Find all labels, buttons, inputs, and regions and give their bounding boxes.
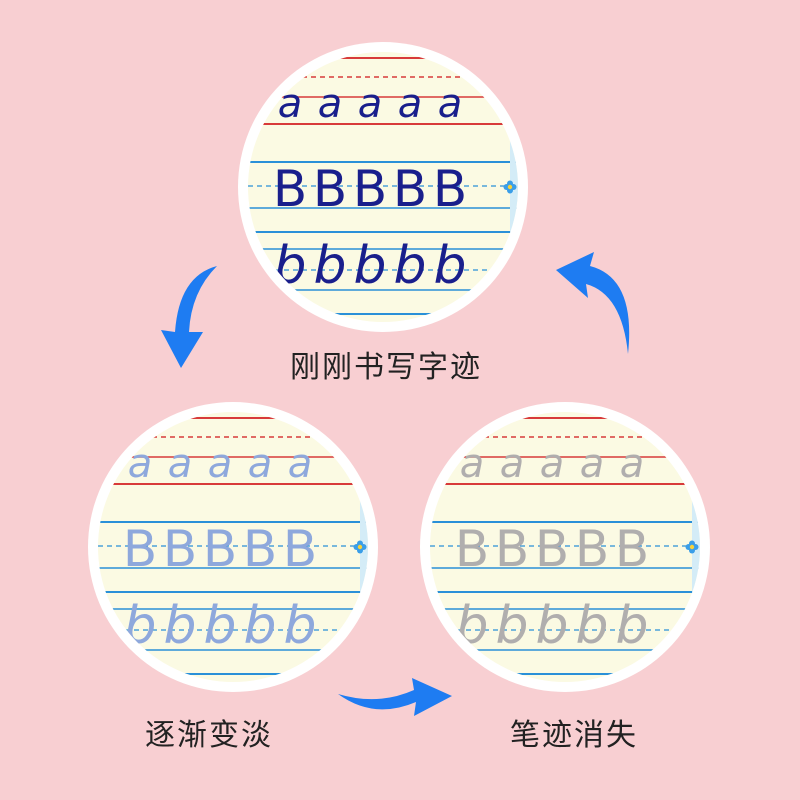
letter-a: a — [492, 444, 532, 484]
letter-a: a — [572, 444, 612, 484]
letter-b: b — [532, 600, 572, 652]
letter-B: B — [200, 524, 240, 574]
letter-b: b — [390, 240, 430, 292]
letter-b: b — [120, 600, 160, 652]
vanished-ink-panel: a a a a a B B B B B b b b b b — [420, 402, 710, 692]
letter-B: B — [160, 524, 200, 574]
flower-icon — [503, 180, 517, 194]
curved-arrow-down-left-icon — [145, 262, 225, 372]
letter-B: B — [612, 524, 652, 574]
letter-b: b — [452, 600, 492, 652]
letter-B: B — [452, 524, 492, 574]
letter-b: b — [200, 600, 240, 652]
letter-a: a — [280, 444, 320, 484]
letter-a: a — [452, 444, 492, 484]
letter-row-a: a a a a a — [120, 444, 368, 484]
letter-a: a — [532, 444, 572, 484]
caption-fading: 逐渐变淡 — [145, 710, 273, 754]
flower-icon — [353, 540, 367, 554]
letter-row-b: b b b b b — [120, 600, 368, 652]
letter-a: a — [200, 444, 240, 484]
letter-B: B — [310, 164, 350, 214]
letter-B: B — [430, 164, 470, 214]
letter-b: b — [310, 240, 350, 292]
letter-B: B — [240, 524, 280, 574]
fresh-ink-panel: a a a a a B B B B B b b b b b — [238, 42, 528, 332]
letter-B: B — [572, 524, 612, 574]
letter-a: a — [430, 84, 470, 124]
letter-b: b — [572, 600, 612, 652]
letter-B: B — [492, 524, 532, 574]
letter-a: a — [350, 84, 390, 124]
letter-B: B — [532, 524, 572, 574]
letter-b: b — [270, 240, 310, 292]
fresh-ink-paper: a a a a a B B B B B b b b b b — [248, 52, 518, 322]
letter-a: a — [390, 84, 430, 124]
letter-a: a — [270, 84, 310, 124]
flower-icon — [685, 540, 699, 554]
letter-b: b — [430, 240, 470, 292]
letter-row-B: B B B B B — [120, 524, 368, 574]
letter-row-b: b b b b b — [452, 600, 700, 652]
letter-a: a — [240, 444, 280, 484]
letter-a: a — [120, 444, 160, 484]
letter-row-b: b b b b b — [270, 240, 518, 292]
letter-row-B: B B B B B — [270, 164, 518, 214]
letter-b: b — [612, 600, 652, 652]
letter-a: a — [160, 444, 200, 484]
letter-row-a: a a a a a — [452, 444, 700, 484]
vanished-ink-paper: a a a a a B B B B B b b b b b — [430, 412, 700, 682]
letter-b: b — [492, 600, 532, 652]
fading-ink-panel: a a a a a B B B B B b b b b b — [88, 402, 378, 692]
caption-fresh: 刚刚书写字迹 — [290, 342, 482, 386]
letter-B: B — [350, 164, 390, 214]
letter-B: B — [280, 524, 320, 574]
letter-b: b — [160, 600, 200, 652]
letter-B: B — [120, 524, 160, 574]
curved-arrow-up-icon — [552, 248, 642, 358]
letter-row-a: a a a a a — [270, 84, 518, 124]
curved-arrow-right-icon — [334, 672, 454, 732]
letter-b: b — [240, 600, 280, 652]
fading-ink-paper: a a a a a B B B B B b b b b b — [98, 412, 368, 682]
letter-a: a — [612, 444, 652, 484]
letter-b: b — [350, 240, 390, 292]
letter-row-B: B B B B B — [452, 524, 700, 574]
letter-b: b — [280, 600, 320, 652]
caption-vanished: 笔迹消失 — [510, 710, 638, 754]
letter-B: B — [390, 164, 430, 214]
letter-a: a — [310, 84, 350, 124]
letter-B: B — [270, 164, 310, 214]
